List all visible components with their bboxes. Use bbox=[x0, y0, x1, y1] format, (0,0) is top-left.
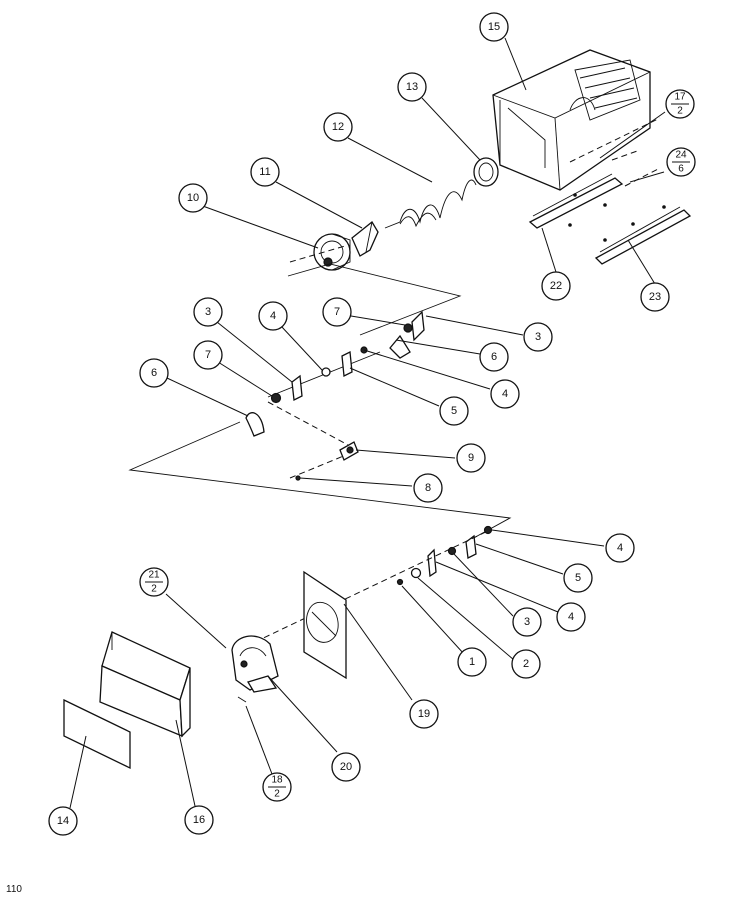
callout-4-lower-right: 4 bbox=[605, 533, 635, 563]
svg-text:2: 2 bbox=[523, 658, 529, 670]
impeller-blade bbox=[351, 221, 379, 257]
svg-text:3: 3 bbox=[535, 331, 541, 343]
svg-text:1: 1 bbox=[469, 656, 475, 668]
shaft-coupler-9 bbox=[339, 441, 359, 461]
callout-21-over-2: 21 2 bbox=[139, 567, 169, 597]
svg-text:6: 6 bbox=[151, 367, 157, 379]
svg-text:2: 2 bbox=[677, 106, 683, 117]
bearing-ring bbox=[473, 157, 499, 187]
svg-text:8: 8 bbox=[425, 482, 431, 494]
callout-3-lower: 3 bbox=[512, 607, 542, 637]
callout-3-upper-left: 3 bbox=[193, 297, 223, 327]
svg-text:4: 4 bbox=[568, 611, 574, 623]
svg-text:4: 4 bbox=[617, 542, 623, 554]
callout-9: 9 bbox=[456, 443, 486, 473]
mounting-plate bbox=[303, 570, 347, 680]
svg-text:4: 4 bbox=[502, 388, 508, 400]
callout-17-over-2: 17 2 bbox=[665, 89, 695, 119]
svg-text:15: 15 bbox=[488, 21, 500, 33]
callout-18-over-2: 18 2 bbox=[262, 772, 292, 802]
callout-10: 10 bbox=[178, 183, 208, 213]
callout-22: 22 bbox=[541, 271, 571, 301]
callout-8: 8 bbox=[413, 473, 443, 503]
svg-text:3: 3 bbox=[524, 616, 530, 628]
callout-7-left: 7 bbox=[193, 340, 223, 370]
svg-text:14: 14 bbox=[57, 815, 69, 827]
callout-24-over-6: 24 6 bbox=[666, 147, 696, 177]
upper-hardware bbox=[245, 310, 425, 437]
callout-11: 11 bbox=[250, 157, 280, 187]
svg-text:19: 19 bbox=[418, 708, 430, 720]
svg-text:16: 16 bbox=[193, 814, 205, 826]
motor-housing bbox=[231, 635, 279, 693]
svg-text:24: 24 bbox=[675, 150, 687, 161]
page-number: 110 bbox=[6, 884, 22, 895]
callout-12: 12 bbox=[323, 112, 353, 142]
filter-panel bbox=[63, 698, 131, 770]
svg-text:7: 7 bbox=[334, 306, 340, 318]
callout-1: 1 bbox=[457, 647, 487, 677]
svg-text:4: 4 bbox=[270, 310, 276, 322]
svg-text:6: 6 bbox=[678, 164, 684, 175]
svg-text:13: 13 bbox=[406, 81, 418, 93]
svg-text:23: 23 bbox=[649, 291, 661, 303]
ice-bucket bbox=[492, 49, 651, 191]
auger-spring bbox=[384, 179, 477, 229]
callout-19: 19 bbox=[409, 699, 439, 729]
callout-15: 15 bbox=[479, 12, 509, 42]
callout-23: 23 bbox=[640, 282, 670, 312]
svg-text:20: 20 bbox=[340, 761, 352, 773]
svg-text:3: 3 bbox=[205, 306, 211, 318]
svg-text:9: 9 bbox=[468, 452, 474, 464]
callout-6-left: 6 bbox=[139, 358, 169, 388]
svg-text:21: 21 bbox=[148, 570, 160, 581]
svg-text:5: 5 bbox=[575, 572, 581, 584]
front-cover bbox=[99, 631, 191, 738]
svg-text:10: 10 bbox=[187, 192, 199, 204]
callout-4-upper: 4 bbox=[258, 301, 288, 331]
svg-text:12: 12 bbox=[332, 121, 344, 133]
leader-lines bbox=[69, 37, 666, 809]
svg-text:6: 6 bbox=[491, 351, 497, 363]
callout-4-middle: 4 bbox=[490, 379, 520, 409]
callout-6-right: 6 bbox=[479, 342, 509, 372]
callout-14: 14 bbox=[48, 806, 78, 836]
callout-16: 16 bbox=[184, 805, 214, 835]
svg-text:2: 2 bbox=[274, 789, 280, 800]
callout-7-upper: 7 bbox=[322, 297, 352, 327]
callout-13: 13 bbox=[397, 72, 427, 102]
svg-text:22: 22 bbox=[550, 280, 562, 292]
drive-wheel bbox=[313, 233, 351, 271]
svg-text:11: 11 bbox=[259, 166, 270, 178]
callout-20: 20 bbox=[331, 752, 361, 782]
callout-4-lower: 4 bbox=[556, 602, 586, 632]
svg-text:7: 7 bbox=[205, 349, 211, 361]
callout-5-lower: 5 bbox=[563, 563, 593, 593]
lower-hardware bbox=[396, 525, 493, 586]
callout-5-upper: 5 bbox=[439, 396, 469, 426]
svg-text:18: 18 bbox=[271, 775, 283, 786]
callout-2: 2 bbox=[511, 649, 541, 679]
slide-rail-23 bbox=[594, 205, 692, 265]
svg-text:2: 2 bbox=[151, 584, 157, 595]
callout-3-upper-right: 3 bbox=[523, 322, 553, 352]
svg-text:17: 17 bbox=[674, 92, 686, 103]
svg-text:5: 5 bbox=[451, 405, 457, 417]
slide-rail-22 bbox=[528, 173, 624, 229]
